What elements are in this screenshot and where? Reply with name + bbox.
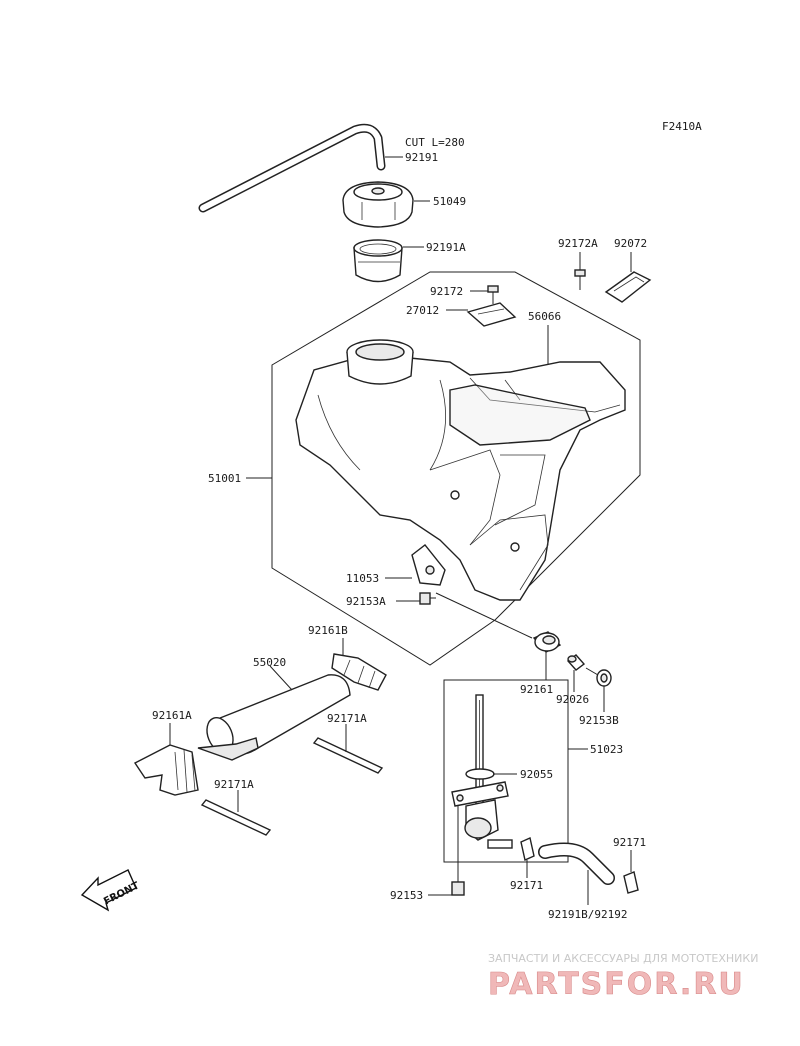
screw-92153 (451, 872, 465, 896)
label-92026: 92026 (556, 693, 589, 706)
label-92153: 92153 (390, 889, 423, 902)
breather-hose (198, 123, 386, 213)
heat-guard-55020 (197, 674, 351, 761)
label-92191B-92192: 92191B/92192 (548, 908, 627, 921)
bolt-92172 (487, 285, 499, 304)
grommet-92161 (532, 631, 562, 653)
label-51001: 51001 (208, 472, 241, 485)
rubber-pad-92072 (604, 271, 652, 303)
fuel-cock-boundary (443, 679, 569, 863)
label-51023: 51023 (590, 743, 623, 756)
watermark-brand: PARTSFOR.RU (488, 967, 745, 1002)
bolt-92153A (419, 592, 436, 605)
label-92161: 92161 (520, 683, 553, 696)
fuel-cap (342, 181, 414, 228)
watermark-subtitle: ЗАПЧАСТИ И АКСЕССУАРЫ ДЛЯ МОТОТЕХНИКИ (488, 952, 758, 965)
label-92161B: 92161B (308, 624, 348, 637)
damper-92161A (133, 744, 199, 796)
label-27012: 27012 (406, 304, 439, 317)
clip-92171-left (520, 837, 535, 861)
bracket-11053 (411, 544, 446, 586)
label-56066: 56066 (528, 310, 561, 323)
label-92153A: 92153A (346, 595, 386, 608)
label-92171A-upper: 92171A (327, 712, 367, 725)
label-92191A: 92191A (426, 241, 466, 254)
label-92161A: 92161A (152, 709, 192, 722)
label-92191: 92191 (405, 151, 438, 164)
clip-92171-right (623, 871, 639, 894)
collar-92026 (566, 654, 586, 671)
label-92171-right: 92171 (613, 836, 646, 849)
fuel-hose (538, 842, 615, 885)
label-92153B: 92153B (579, 714, 619, 727)
label-cut-note: CUT L=280 (405, 136, 465, 149)
label-92072: 92072 (614, 237, 647, 250)
damper-92161B (331, 653, 387, 691)
band-92171A-lower (200, 799, 272, 836)
bolt-92153B (585, 667, 612, 687)
bracket-27012 (466, 302, 517, 327)
label-55020: 55020 (253, 656, 286, 669)
band-92171A-right (312, 737, 384, 774)
assembly-boundary (271, 271, 641, 666)
label-51049: 51049 (433, 195, 466, 208)
fuel-tank (295, 339, 626, 601)
label-92171-left: 92171 (510, 879, 543, 892)
label-92172: 92172 (430, 285, 463, 298)
label-92172A: 92172A (558, 237, 598, 250)
filler-neck-bushing (353, 239, 403, 283)
label-11053: 11053 (346, 572, 379, 585)
fuel-cock (451, 694, 513, 849)
label-92055: 92055 (520, 768, 553, 781)
diagram-code: F2410A (662, 120, 702, 133)
label-92171A-lower: 92171A (214, 778, 254, 791)
bolt-92172A (574, 269, 586, 290)
front-direction-arrow: FRONT (80, 869, 141, 912)
